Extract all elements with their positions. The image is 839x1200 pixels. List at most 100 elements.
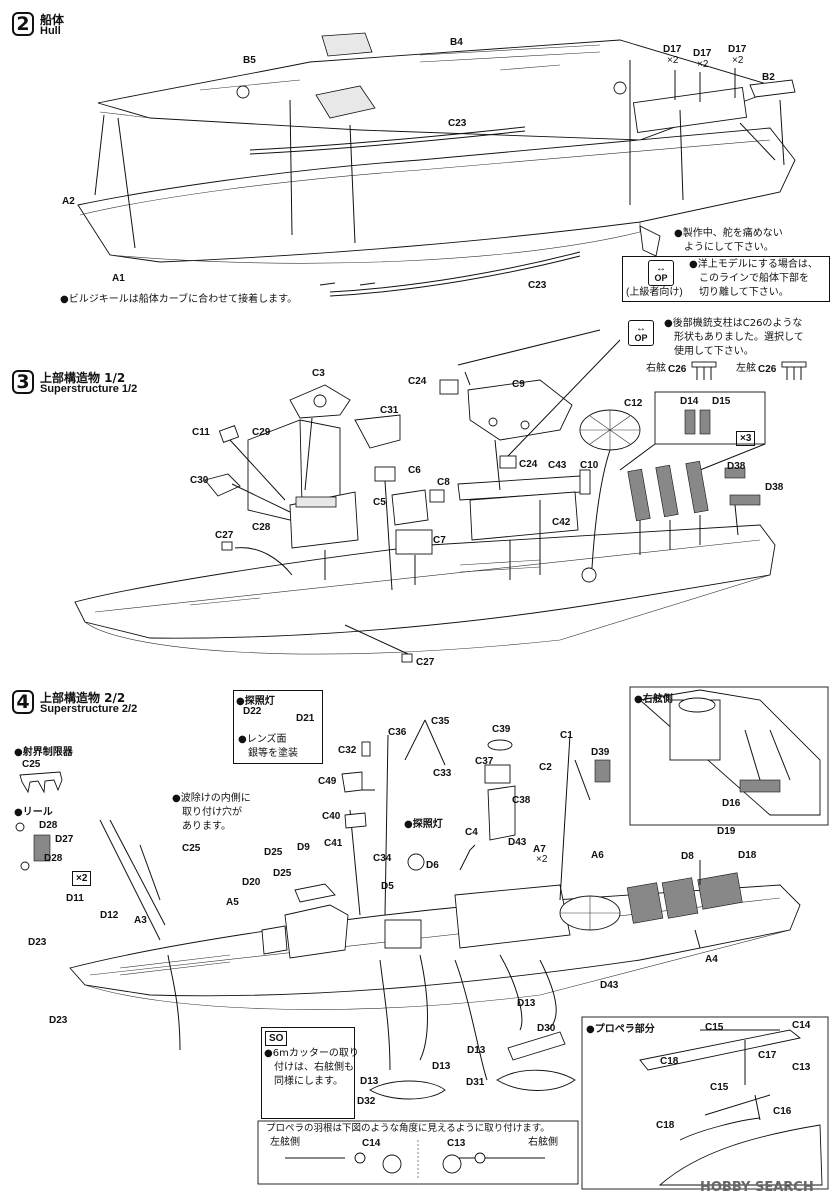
label-d21: D21 (296, 713, 315, 724)
label-limiter-c25: C25 (22, 759, 41, 770)
starboard-label: 右舷 (646, 363, 666, 374)
label-c7: C7 (433, 535, 446, 546)
label-c8: C8 (437, 477, 450, 488)
label-a2: A2 (62, 196, 75, 207)
label-d43-b: D43 (600, 980, 619, 991)
label-c42: C42 (552, 517, 571, 528)
label-d27: D27 (55, 834, 74, 845)
label-d13-c: D13 (360, 1076, 379, 1087)
propeller-angle-note: プロペラの羽根は下図のような角度に見えるように取り付けます。 (266, 1123, 550, 1134)
label-c28: C28 (252, 522, 271, 533)
step-4-title-en: Superstructure 2/2 (40, 703, 138, 715)
step-3-number: 3 (12, 370, 34, 394)
waterline-box (622, 256, 830, 302)
label-c26-b: C26 (758, 364, 777, 375)
label-c18-a: C18 (660, 1056, 679, 1067)
label-d28-b: D28 (44, 853, 63, 864)
label-c23-bottom: C23 (528, 280, 547, 291)
label-c32: C32 (338, 745, 357, 756)
label-d13-d: D13 (432, 1061, 451, 1072)
label-c16: C16 (773, 1106, 792, 1117)
label-d17-a: D17 (663, 44, 682, 55)
label-c27-b: C27 (416, 657, 435, 668)
label-c9: C9 (512, 379, 525, 390)
label-d23-b: D23 (49, 1015, 68, 1026)
label-d13-a: D13 (517, 998, 536, 1009)
propeller-title: ●プロペラ部分 (586, 1024, 655, 1035)
qty-d17-a: ×2 (667, 55, 679, 66)
limiter-title: ●射界制限器 (14, 747, 73, 758)
label-c5: C5 (373, 497, 386, 508)
op-badge-gun-support: ↔OP (628, 320, 654, 346)
searchlight-box-title: ●探照灯 (236, 696, 275, 707)
label-c24-b: C24 (519, 459, 538, 470)
searchlight-note: ●レンズ面 銀等を塗装 (238, 734, 298, 759)
label-b4: B4 (450, 37, 463, 48)
label-a5: A5 (226, 897, 239, 908)
step-4-title-jp: 上部構造物 2/2 (40, 691, 126, 705)
starboard-side-title: ●右舷側 (634, 694, 673, 705)
searchlight-label: ●探照灯 (404, 819, 443, 830)
label-c29: C29 (252, 427, 271, 438)
prop-note-c14: C14 (362, 1138, 381, 1149)
label-d6: D6 (426, 860, 439, 871)
badge-x2: ×2 (72, 871, 92, 886)
label-c10: C10 (580, 460, 599, 471)
label-d22: D22 (243, 706, 262, 717)
label-d13-b: D13 (467, 1045, 486, 1056)
label-c23-top: C23 (448, 118, 467, 129)
label-c49: C49 (318, 776, 337, 787)
label-a1: A1 (112, 273, 125, 284)
label-c15-a: C15 (705, 1022, 724, 1033)
step-2-title-jp: 船体 (40, 13, 65, 27)
label-d38-b: D38 (765, 482, 784, 493)
label-d23-a: D23 (28, 937, 47, 948)
label-c13: C13 (792, 1062, 811, 1073)
label-c31: C31 (380, 405, 399, 416)
label-d17-b: D17 (693, 48, 712, 59)
label-d39: D39 (591, 747, 610, 758)
label-c39: C39 (492, 724, 511, 735)
label-c15-b: C15 (710, 1082, 729, 1093)
rudder-note: ●製作中、舵を痛めない ようにして下さい。 (674, 228, 783, 253)
so-badge: SO (265, 1031, 288, 1046)
cutter-note-box (261, 1027, 355, 1119)
searchlight-box (233, 690, 323, 764)
label-d32: D32 (357, 1096, 376, 1107)
bilge-note: ●ビルジキールは船体カーブに合わせて接着します。 (60, 294, 298, 305)
label-d14: D14 (680, 396, 699, 407)
breakwater-note: ●波除けの内側に 取り付け穴が あります。 (172, 793, 251, 832)
label-c37: C37 (475, 756, 494, 767)
waterline-note: ●洋上モデルにする場合は、 このラインで船体下部を 切り離して下さい。 (689, 259, 818, 298)
label-d5: D5 (381, 881, 394, 892)
label-a3: A3 (134, 915, 147, 926)
step-3-title-jp: 上部構造物 1/2 (40, 371, 126, 385)
advanced-label: (上級者向け) (626, 287, 683, 298)
reel-title: ●リール (14, 807, 53, 818)
label-d9: D9 (297, 842, 310, 853)
label-c17: C17 (758, 1050, 777, 1061)
port-label: 左舷 (736, 363, 756, 374)
label-c40: C40 (322, 811, 341, 822)
op-badge-waterline: ↔OP (648, 260, 674, 286)
label-c24-a: C24 (408, 376, 427, 387)
label-c25: C25 (182, 843, 201, 854)
label-a7: A7 (533, 844, 546, 855)
badge-x3: ×3 (736, 431, 756, 446)
label-d18: D18 (738, 850, 757, 861)
label-d8: D8 (681, 851, 694, 862)
label-d31: D31 (466, 1077, 485, 1088)
label-c1: C1 (560, 730, 573, 741)
label-c3: C3 (312, 368, 325, 379)
label-d17-c: D17 (728, 44, 747, 55)
label-c35: C35 (431, 716, 450, 727)
step-2-number: 2 (12, 12, 34, 36)
label-d28-a: D28 (39, 820, 58, 831)
label-d15: D15 (712, 396, 731, 407)
qty-d17-c: ×2 (732, 55, 744, 66)
